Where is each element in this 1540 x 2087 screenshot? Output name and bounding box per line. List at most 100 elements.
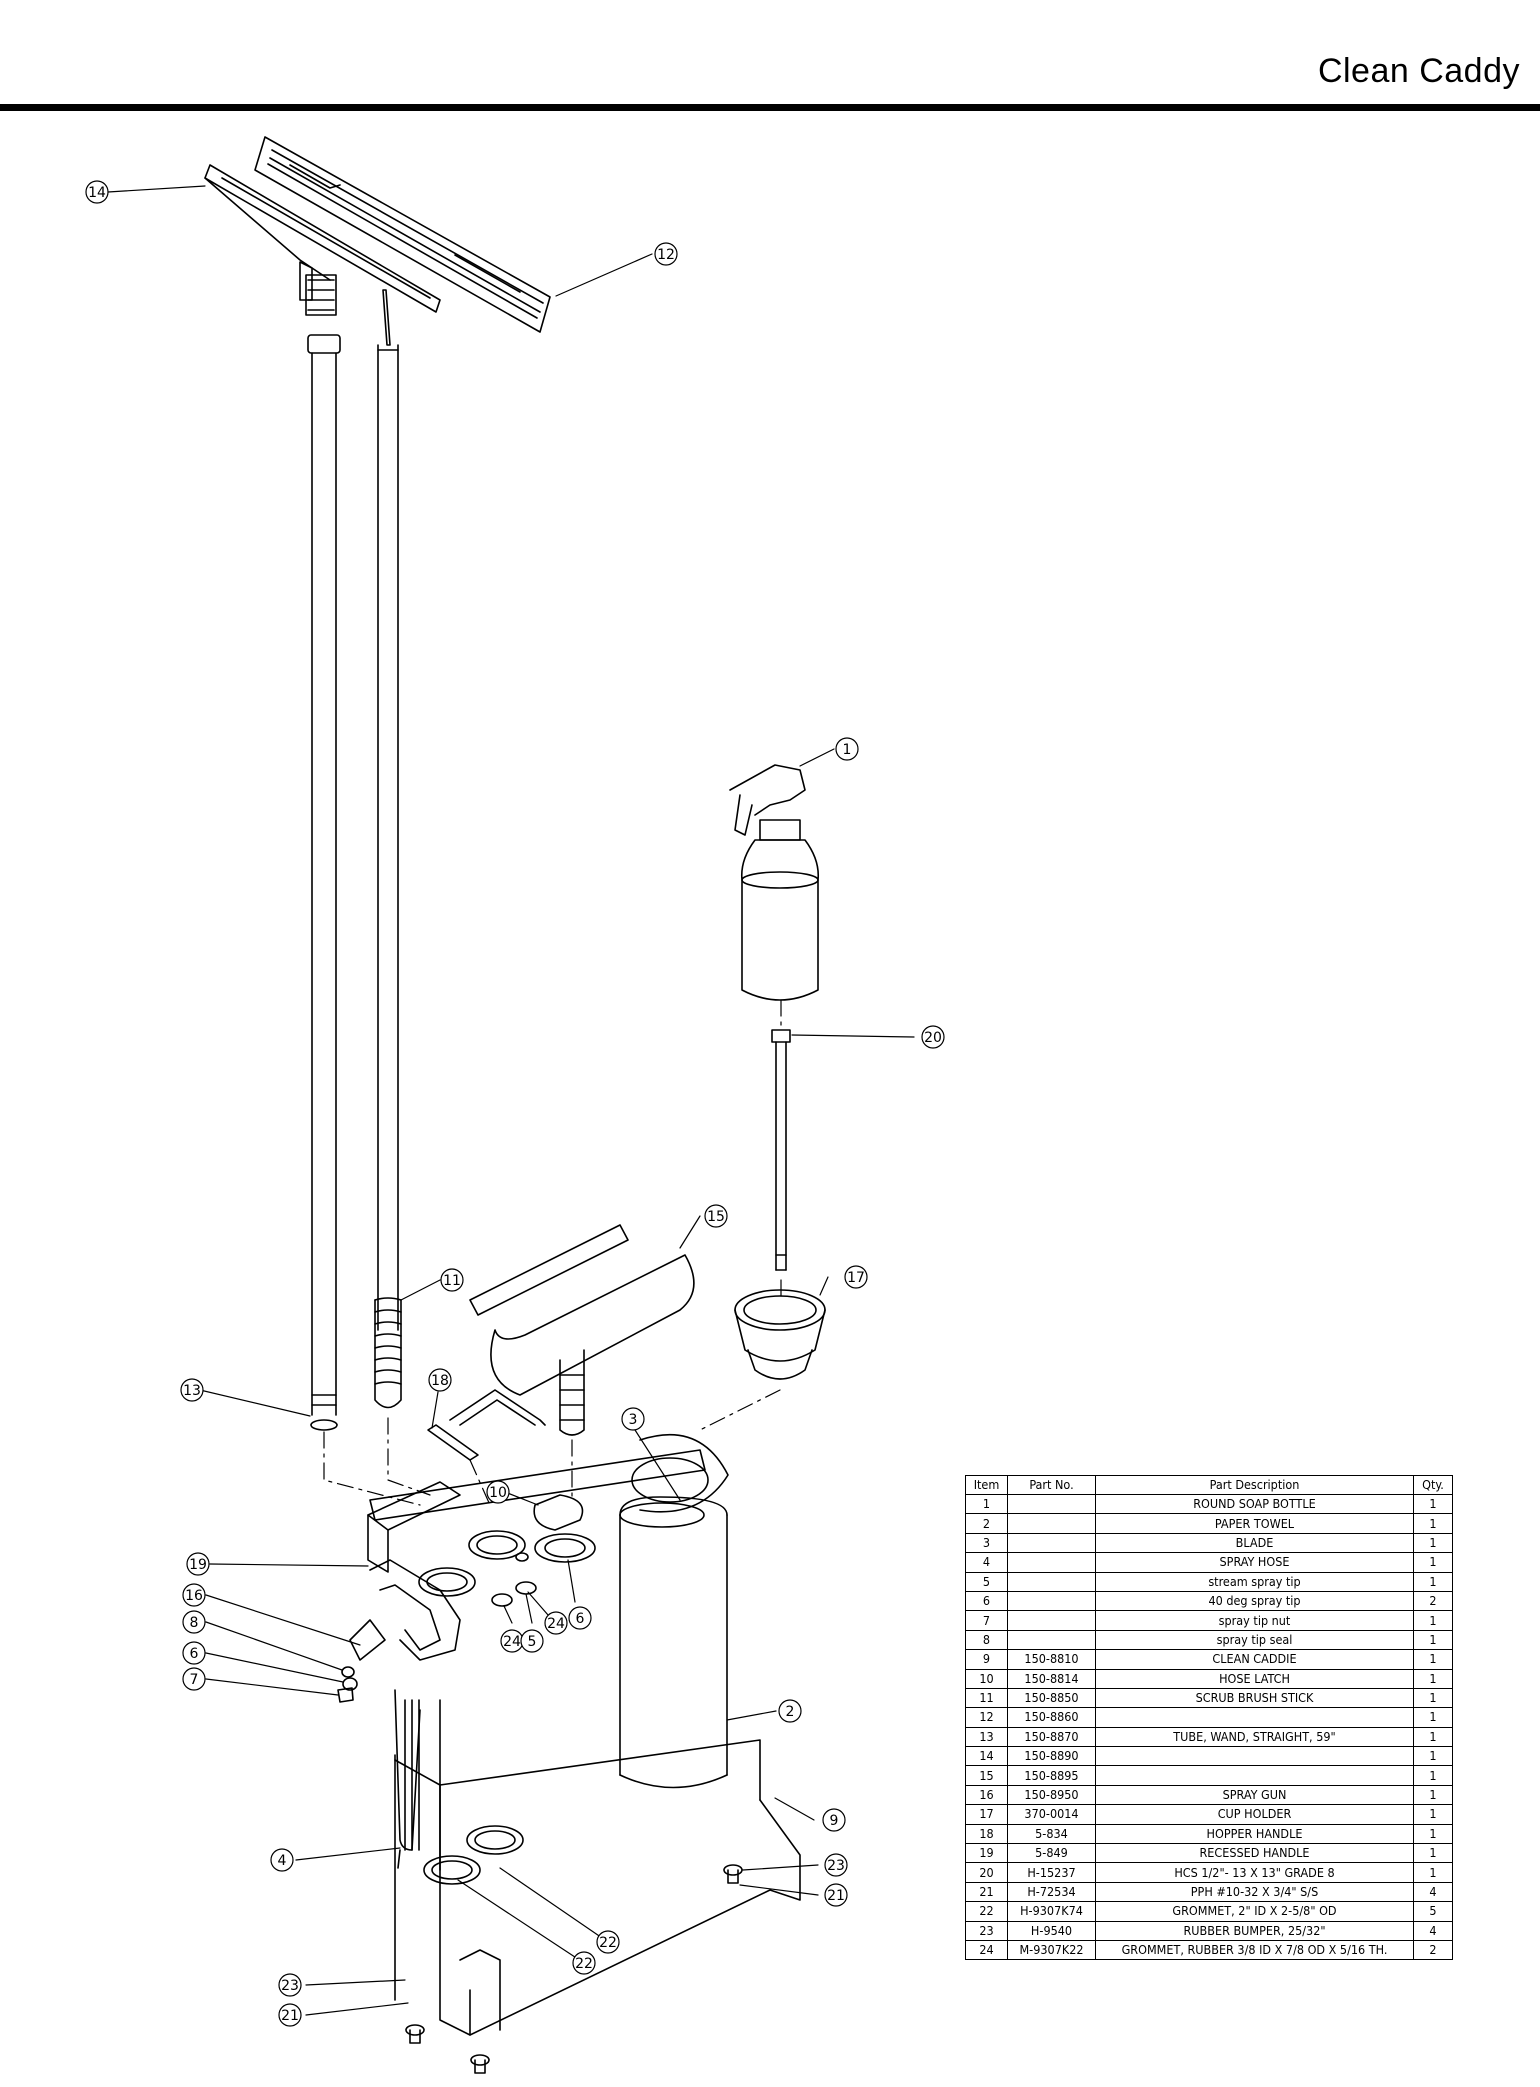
part-no-cell: 5-834 [1007,1823,1096,1845]
cup-holder-part [734,1289,826,1380]
callout-number: 1 [843,742,852,758]
callout-circle [544,1611,568,1635]
qty-cell: 1 [1413,1843,1453,1864]
item-cell: 16 [965,1784,1008,1806]
item-cell: 22 [965,1901,1008,1922]
callout-circle [182,1610,206,1634]
qty-cell: 1 [1413,1707,1453,1728]
callout-number: 6 [576,1611,585,1627]
alignment-lines [323,999,782,1506]
description-cell: stream spray tip [1095,1571,1414,1592]
callout-number: 11 [443,1273,461,1289]
callout-circle [835,737,859,761]
callout-circle [182,1641,206,1665]
callout-circle [572,1951,596,1975]
callout-circle [278,2003,302,2027]
callout-number: 4 [278,1853,287,1869]
callout-number: 24 [547,1616,565,1632]
grommets-tips-parts [337,1530,743,2074]
callout-circle [704,1204,728,1228]
qty-cell: 1 [1413,1765,1453,1786]
item-cell: 19 [965,1843,1008,1864]
callout-circle [278,1973,302,1997]
part-no-cell: 370-0014 [1007,1804,1096,1825]
description-cell: CLEAN CADDIE [1095,1649,1414,1670]
item-cell: 12 [965,1707,1008,1728]
callout-circle [270,1848,294,1872]
callout-number: 5 [528,1634,537,1650]
description-cell: SPRAY GUN [1095,1784,1414,1806]
part-no-cell [1007,1629,1096,1651]
callout-circle [520,1629,544,1653]
column-header-part-no: Part No. [1007,1475,1096,1495]
part-no-cell: 150-8895 [1007,1765,1096,1786]
part-no-cell: H-72534 [1007,1881,1096,1903]
callout-number: 19 [189,1557,207,1573]
callout-number: 22 [575,1956,593,1972]
callout-number: 18 [431,1373,449,1389]
qty-cell: 1 [1413,1823,1453,1845]
part-no-cell [1007,1493,1096,1515]
item-cell: 17 [965,1804,1008,1825]
header-rule [0,104,1540,111]
callout-number: 15 [707,1209,725,1225]
item-cell: 15 [965,1765,1008,1786]
part-no-cell [1007,1532,1096,1554]
callout-circle [186,1552,210,1576]
qty-cell: 2 [1413,1939,1453,1961]
qty-cell: 1 [1413,1629,1453,1651]
qty-cell: 1 [1413,1804,1453,1825]
callout-number: 21 [281,2008,299,2024]
callout-number: 21 [827,1888,845,1904]
hopper-handle-part [427,1389,546,1461]
callout-number: 16 [185,1588,203,1604]
callout-number: 3 [629,1412,638,1428]
item-cell: 6 [965,1590,1008,1612]
callout-circle [486,1480,510,1504]
item-cell: 8 [965,1629,1008,1651]
callout-circle [621,1407,645,1431]
callout-number: 17 [847,1270,865,1286]
callout-number: 13 [183,1383,201,1399]
callout-circle [182,1583,206,1607]
part-no-cell: H-15237 [1007,1862,1096,1883]
item-cell: 24 [965,1939,1008,1961]
item-cell: 2 [965,1513,1008,1534]
part-no-cell: 150-8810 [1007,1649,1096,1670]
part-no-cell: 150-8850 [1007,1687,1096,1709]
item-cell: 3 [965,1532,1008,1554]
callout-circle [428,1368,452,1392]
part-no-cell: M-9307K22 [1007,1939,1096,1961]
callout-number: 7 [190,1672,199,1688]
item-cell: 20 [965,1862,1008,1883]
hose-latch-part [533,1494,584,1531]
item-cell: 7 [965,1610,1008,1631]
item-cell: 23 [965,1920,1008,1941]
item-cell: 21 [965,1881,1008,1903]
callout-number: 9 [830,1813,839,1829]
callout-number: 10 [489,1485,507,1501]
description-cell: 40 deg spray tip [1095,1590,1414,1612]
callout-circle [824,1883,848,1907]
qty-cell: 1 [1413,1610,1453,1631]
paper-towel-holder-part [469,1224,695,1436]
part-no-cell: 150-8860 [1007,1707,1096,1728]
callout-circle [180,1378,204,1402]
squeegee-part [204,164,441,316]
spray-gun-part [349,1559,461,1871]
qty-cell: 1 [1413,1746,1453,1767]
part-no-cell: 5-849 [1007,1843,1096,1864]
